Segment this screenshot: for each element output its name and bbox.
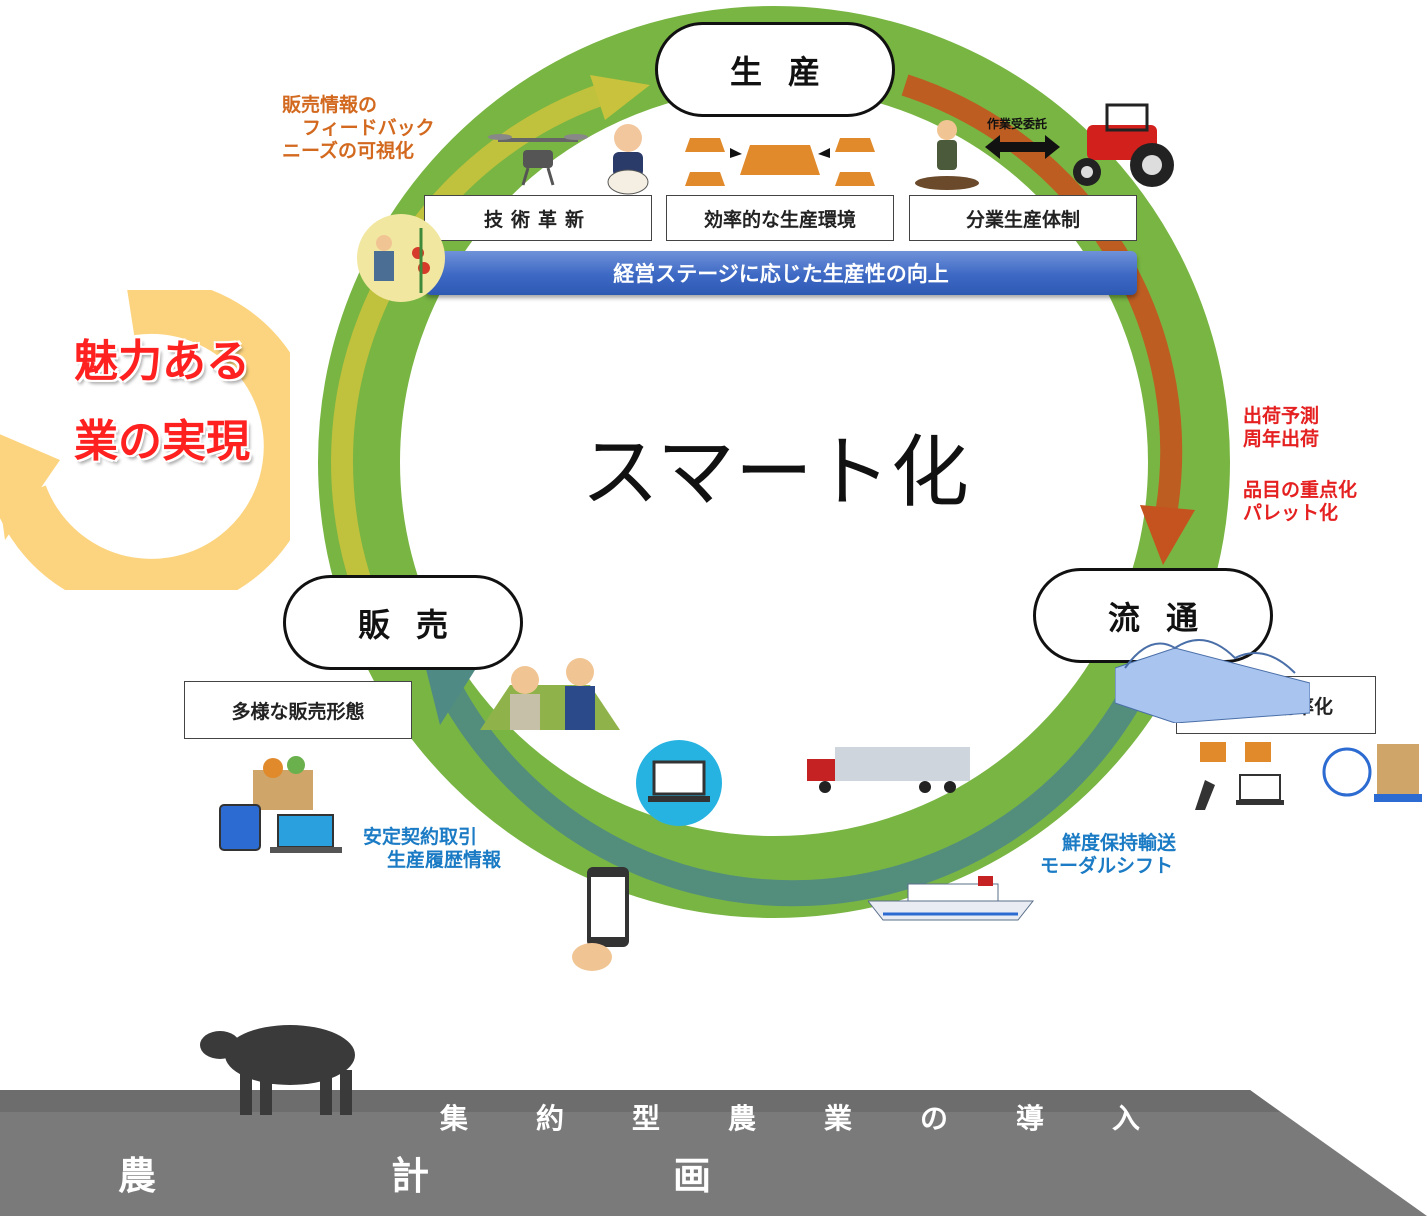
footer-plan-char: 計: [391, 1154, 430, 1198]
box-efficient-environment: 効率的な生産環境: [666, 195, 894, 241]
innovator-icon: [607, 124, 649, 195]
box-division-system: 分業生産体制: [909, 195, 1137, 241]
drone-icon: [488, 134, 588, 186]
footer-intensive-char: 集: [440, 1102, 469, 1135]
slogan-line2: 業の実現: [74, 416, 250, 467]
farmer-icon: [915, 120, 979, 190]
logistics-scanner-icon: [1195, 742, 1284, 810]
contract-label: 作業受委託: [987, 117, 1048, 131]
footer-plan: 農計画: [118, 1145, 723, 1200]
stage-production: 生産: [655, 22, 895, 117]
note-feedback-3: ニーズの可視化: [282, 140, 415, 162]
note-transport-2: モーダルシフト: [1040, 855, 1174, 877]
note-contract-1: 安定契約取引: [363, 826, 478, 848]
tractor-icon: [1073, 103, 1174, 187]
footer-intensive-char: 約: [536, 1102, 565, 1135]
footer-intensive-char: の: [920, 1102, 949, 1135]
note-contract-2: 生産履歴情報: [387, 849, 502, 871]
cycle-arrow-icon: [0, 290, 290, 590]
note-feedback-2: フィードバック: [302, 117, 435, 139]
truck-icon: [807, 747, 970, 793]
smartphone-icon: [572, 867, 629, 971]
greenhouse-icon: [1115, 639, 1310, 723]
note-shipping-2: 周年出荷: [1243, 428, 1320, 450]
footer-intensive-char: 業: [824, 1102, 853, 1135]
farmer-tomatoes-icon: [357, 214, 445, 302]
slogan-line1: 魅力ある: [74, 336, 250, 387]
box-tech-innovation: 技術革新: [424, 195, 652, 241]
production-banner: 経営ステージに応じた生産性の向上: [425, 251, 1137, 295]
box-diverse-sales: 多様な販売形態: [184, 681, 412, 739]
footer-intensive-char: 型: [632, 1102, 661, 1135]
cow-icon: [200, 1025, 355, 1115]
center-title: スマート化: [581, 428, 969, 518]
online-sales-icon: [219, 756, 342, 853]
laptop-circle-icon: [636, 740, 722, 826]
note-priority-2: パレット化: [1243, 502, 1339, 524]
meeting-farmers-icon: [480, 658, 620, 730]
note-priority-1: 品目の重点化: [1243, 479, 1358, 501]
footer-intensive: 集約型農業の導入: [440, 1097, 1152, 1137]
footer-intensive-char: 入: [1112, 1102, 1141, 1135]
footer-intensive-char: 導: [1016, 1102, 1045, 1135]
double-arrow-icon: [985, 135, 1060, 159]
note-feedback-1: 販売情報の: [282, 94, 378, 116]
footer-plan-char: 農: [118, 1154, 157, 1198]
pallet-icon: [1322, 744, 1422, 802]
stage-sales: 販売: [283, 575, 523, 670]
note-shipping-1: 出荷予測: [1243, 405, 1320, 427]
note-transport-1: 鮮度保持輸送: [1062, 832, 1177, 854]
footer-intensive-char: 農: [728, 1102, 757, 1135]
ship-icon: [868, 876, 1035, 921]
footer-plan-char: 画: [673, 1154, 712, 1198]
farm-consolidation-icon: [685, 138, 875, 186]
